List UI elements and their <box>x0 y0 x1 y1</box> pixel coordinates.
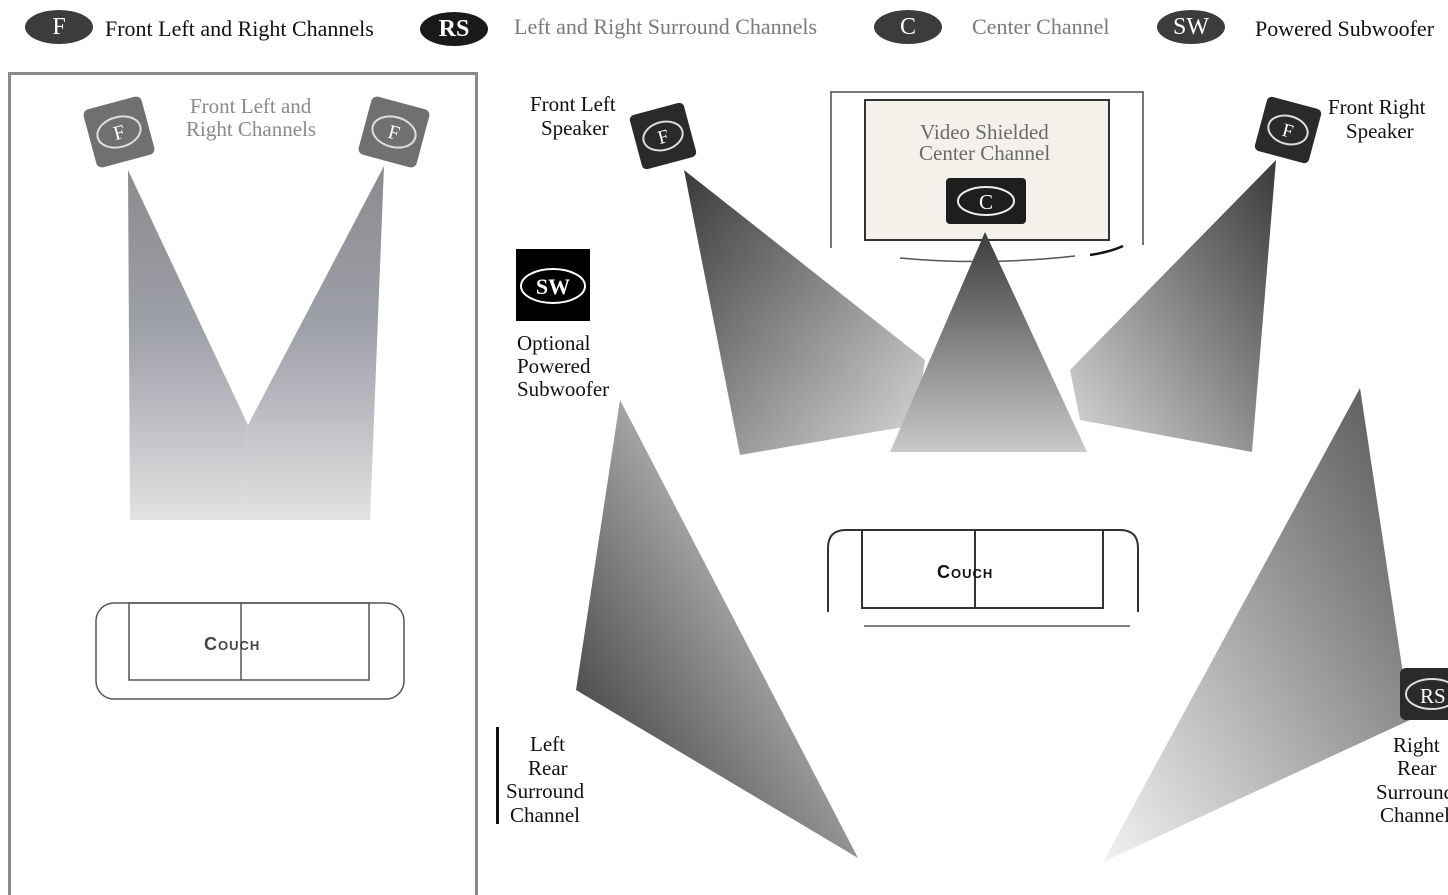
left-panel-front-right-beam <box>240 166 384 520</box>
legend-subwoofer-label: Powered Subwoofer <box>1255 16 1435 41</box>
center-speaker: C <box>946 178 1026 224</box>
front-right-label-line2: Speaker <box>1346 119 1414 143</box>
right-couch-label: Couch <box>937 562 994 582</box>
right-rear-label-line2: Rear <box>1397 756 1437 780</box>
legend-center-label: Center Channel <box>972 14 1110 39</box>
right-rear-speaker-badge: RS <box>1420 684 1446 708</box>
left-rear-label-line2: Rear <box>528 756 568 780</box>
front-right-speaker-badge: F <box>1280 120 1296 143</box>
left-rear-beam <box>576 400 858 858</box>
center-speaker-badge: C <box>979 190 993 214</box>
left-panel-title-line1: Front Left and <box>190 94 312 118</box>
subwoofer-badge: SW <box>1157 10 1225 44</box>
center-channel-badge: C <box>874 10 942 44</box>
subwoofer-speaker-badge: SW <box>536 274 570 299</box>
subwoofer-badge-text: SW <box>1173 13 1209 40</box>
front-right-speaker: F <box>1254 96 1322 164</box>
right-rear-label-line1: Right <box>1393 733 1440 757</box>
subwoofer-label-line2: Powered <box>517 354 591 378</box>
front-left-beam <box>684 170 925 455</box>
left-panel-couch-label: Couch <box>204 634 261 654</box>
left-panel-title-line2: Right Channels <box>186 117 317 141</box>
right-rear-speaker: RS <box>1400 668 1448 720</box>
front-left-speaker-badge: F <box>656 126 672 149</box>
legend-surround-label: Left and Right Surround Channels <box>514 14 818 39</box>
front-right-label-line1: Front Right <box>1328 95 1426 119</box>
subwoofer-label-line1: Optional <box>517 331 591 355</box>
right-couch <box>827 529 1139 627</box>
left-rear-label-line3: Surround <box>506 779 585 803</box>
left-panel-front-left-speaker: F <box>83 96 155 168</box>
front-channel-badge-text: F <box>52 13 66 40</box>
left-rear-label-line1: Left <box>530 732 565 756</box>
left-panel-couch <box>95 602 405 700</box>
right-rear-beam <box>1103 388 1410 862</box>
left-rear-divider <box>496 727 499 824</box>
surround-channel-badge: RS <box>420 12 488 46</box>
left-panel-speaker-badge-left: F <box>111 121 127 145</box>
front-left-label-line2: Speaker <box>541 116 609 140</box>
tv-label-line2: Center Channel <box>919 141 1051 165</box>
center-beam <box>890 232 1087 452</box>
front-left-speaker: F <box>629 102 697 170</box>
center-channel-badge-text: C <box>899 13 916 40</box>
left-panel-front-right-speaker: F <box>358 96 430 168</box>
left-panel-front-left-beam <box>128 170 248 520</box>
left-panel-speaker-badge-right: F <box>386 121 402 145</box>
front-right-beam <box>1070 160 1276 452</box>
tv-cabinet <box>830 91 1144 263</box>
legend-front-label: Front Left and Right Channels <box>105 16 374 41</box>
subwoofer-speaker: SW <box>516 249 590 321</box>
subwoofer-label-line3: Subwoofer <box>517 377 610 401</box>
left-rear-label-line4: Channel <box>510 803 580 827</box>
surround-channel-badge-text: RS <box>438 15 470 42</box>
tv-label-line1: Video Shielded <box>920 120 1049 144</box>
front-left-label-line1: Front Left <box>530 92 616 116</box>
right-rear-label-line4: Channel <box>1380 803 1448 827</box>
right-rear-label-line3: Surround <box>1376 780 1448 804</box>
front-channel-badge: F <box>25 10 93 44</box>
